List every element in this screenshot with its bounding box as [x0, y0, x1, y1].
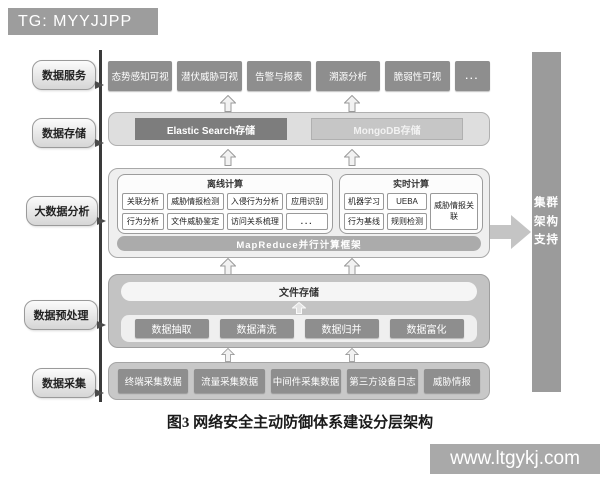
analysis-cell-ellipsis: ... — [286, 213, 328, 230]
arrow-row — [108, 348, 490, 365]
up-arrow-icon — [220, 348, 236, 362]
preprocess-box: 数据归并 — [304, 319, 379, 338]
service-box: 脆弱性可视 — [385, 61, 450, 91]
layer-label-collection: 数据采集 — [32, 368, 104, 398]
preprocess-inner-panel: 数据抽取 数据清洗 数据归并 数据富化 — [121, 315, 477, 342]
website-watermark: www.ltgykj.com — [430, 444, 600, 474]
layer-label-preprocess: 数据预处理 — [24, 300, 106, 330]
arrow-row — [108, 258, 490, 275]
up-arrow-icon — [220, 258, 236, 275]
layer-collection: 终端采集数据 流量采集数据 中间件采集数据 第三方设备日志 威胁情报 — [108, 362, 490, 400]
collection-box: 第三方设备日志 — [347, 369, 418, 393]
up-arrow-icon — [292, 302, 306, 314]
realtime-body: 机器学习 行为基线 UEBA 规则检测 威胁情报关联 — [340, 193, 482, 230]
analysis-cell: 威胁情报检测 — [166, 193, 224, 210]
layer-services: 态势感知可视 潜伏威胁可视 告警与报表 溯源分析 脆弱性可视 ... — [108, 57, 491, 95]
collection-box: 中间件采集数据 — [270, 369, 342, 393]
realtime-col-2: UEBA 规则检测 — [387, 193, 427, 230]
service-box: 潜伏威胁可视 — [177, 61, 242, 91]
right-arrow-icon — [490, 215, 531, 249]
offline-computing-title: 离线计算 — [206, 179, 243, 189]
analysis-cell: 行为基线 — [344, 213, 384, 230]
analysis-cell: UEBA — [387, 193, 427, 210]
analysis-cell: 行为分析 — [122, 213, 164, 230]
up-arrow-icon — [220, 149, 236, 166]
analysis-cell: 访问关系梳理 — [226, 213, 284, 230]
preprocess-box: 数据抽取 — [134, 319, 209, 338]
analysis-cell: 入侵行为分析 — [226, 193, 284, 210]
service-box: 态势感知可视 — [108, 61, 173, 91]
arrow-row — [108, 149, 490, 166]
analysis-cell: 机器学习 — [344, 193, 384, 210]
preprocess-box: 数据清洗 — [219, 319, 294, 338]
mongodb-box: MongoDB存储 — [311, 118, 463, 140]
elastic-search-box: Elastic Search存储 — [135, 118, 287, 140]
service-box: 告警与报表 — [246, 61, 311, 91]
service-box: 溯源分析 — [315, 61, 381, 91]
file-storage-pill: 文件存储 — [121, 282, 477, 301]
up-arrow-icon — [344, 149, 360, 166]
up-arrow-icon — [344, 95, 360, 112]
offline-row-1: 关联分析 威胁情报检测 入侵行为分析 应用识别 — [118, 193, 332, 210]
cluster-support-label: 集群架构支持 — [534, 197, 559, 247]
layer-label-analysis: 大数据分析 — [26, 196, 106, 226]
layer-preprocess: 文件存储 数据抽取 数据清洗 数据归并 数据富化 — [108, 274, 490, 348]
offline-row-2: 行为分析 文件威胁鉴定 访问关系梳理 ... — [118, 213, 332, 230]
collection-box: 终端采集数据 — [118, 369, 189, 393]
collection-box: 威胁情报 — [423, 369, 481, 393]
arrow-row — [108, 95, 490, 112]
layer-label-services: 数据服务 — [32, 60, 104, 90]
up-arrow-icon — [220, 95, 236, 112]
figure-caption: 图3 网络安全主动防御体系建设分层架构 — [166, 415, 434, 431]
layer-analysis: 离线计算 关联分析 威胁情报检测 入侵行为分析 应用识别 行为分析 文件威胁鉴定… — [108, 168, 490, 258]
analysis-cell: 文件威胁鉴定 — [166, 213, 224, 230]
cluster-support-bar: 集群架构支持 — [532, 52, 561, 392]
analysis-cell: 关联分析 — [122, 193, 164, 210]
realtime-col-1: 机器学习 行为基线 — [344, 193, 384, 230]
analysis-cell: 规则检测 — [387, 213, 427, 230]
layer-rail-line — [99, 50, 102, 402]
layer-storage: Elastic Search存储 MongoDB存储 — [108, 112, 490, 146]
mapreduce-framework-bar: MapReduce并行计算框架 — [117, 236, 481, 251]
analysis-cell: 应用识别 — [286, 193, 328, 210]
realtime-computing-panel: 实时计算 机器学习 行为基线 UEBA 规则检测 威胁情报关联 — [339, 174, 483, 234]
threat-intel-correlation-cell: 威胁情报关联 — [430, 193, 478, 230]
offline-computing-panel: 离线计算 关联分析 威胁情报检测 入侵行为分析 应用识别 行为分析 文件威胁鉴定… — [117, 174, 333, 234]
realtime-computing-title: 实时计算 — [392, 179, 429, 189]
preprocess-box: 数据富化 — [389, 319, 464, 338]
collection-box: 流量采集数据 — [194, 369, 265, 393]
up-arrow-icon — [344, 258, 360, 275]
service-box-ellipsis: ... — [454, 61, 491, 91]
layer-label-storage: 数据存储 — [32, 118, 104, 148]
up-arrow-icon — [344, 348, 360, 362]
telegram-badge: TG: MYYJJPP — [8, 8, 158, 35]
